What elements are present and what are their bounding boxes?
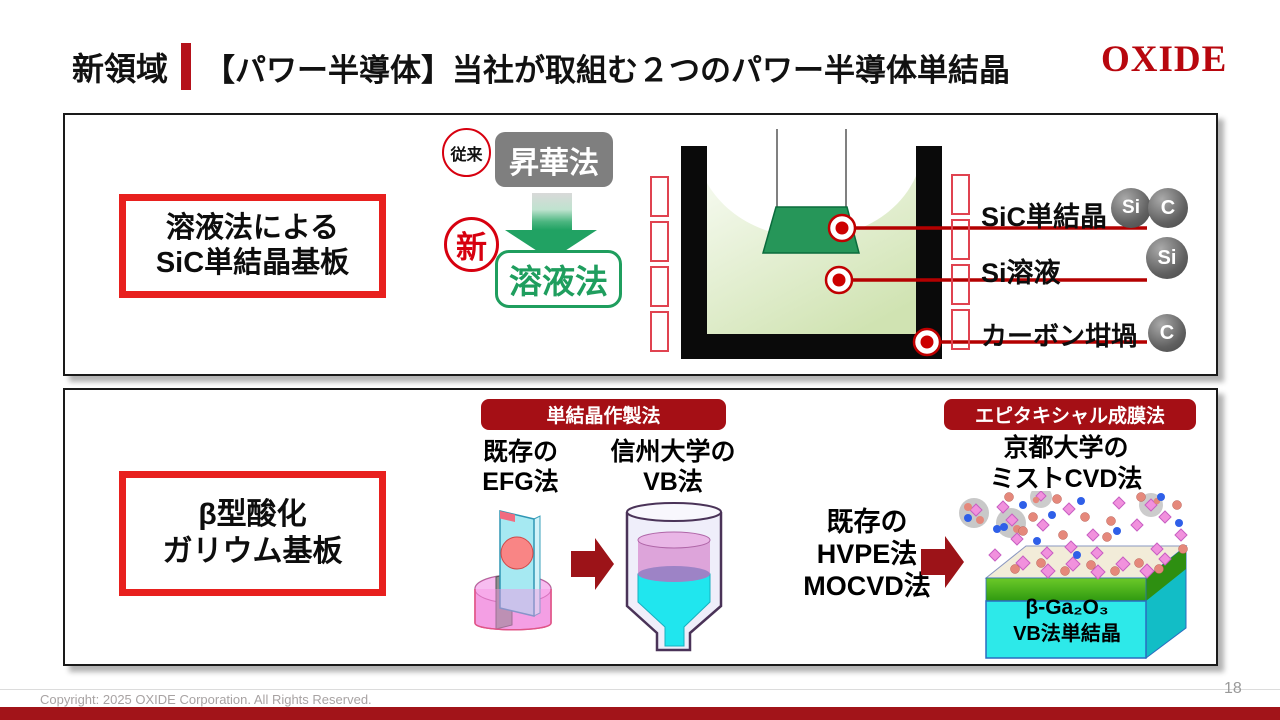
placeholder-box: [650, 221, 669, 262]
vb-line2: VB法: [643, 468, 703, 496]
page-number: 18: [1224, 680, 1242, 697]
mist-cvd-illustration: [959, 491, 1188, 659]
placeholder-box: [650, 176, 669, 217]
placeholder-strip-left: [650, 176, 669, 356]
efg-apparatus-illustration: [474, 510, 552, 631]
element-chip-c: C: [1148, 188, 1188, 228]
bulk-line3: MOCVD法: [803, 571, 931, 601]
flow-arrow-right: [571, 538, 614, 590]
sic-panel: 溶液法による SiC単結晶基板 従来 昇華法 新 溶液法: [63, 113, 1218, 376]
crystal-growth-badge: 単結晶作製法: [481, 399, 726, 430]
ga2o3-heading-box: β型酸化 ガリウム基板: [119, 471, 386, 596]
vb-apparatus-illustration: [625, 502, 723, 652]
bulk-line1: 既存の: [826, 507, 908, 537]
si-melt: [707, 176, 916, 336]
target-marker-sic: [827, 213, 857, 243]
precursor-particles: [988, 492, 1188, 580]
crucible-wall-right: [916, 146, 942, 359]
vb-method-label: 信州大学の VB法: [593, 437, 753, 497]
mist-cvd-label: 京都大学の ミストCVD法: [941, 433, 1191, 495]
vb-line1: 信州大学の: [610, 438, 736, 466]
annotation-sic-crystal: SiC単結晶: [981, 202, 1108, 232]
placeholder-strip-right: [951, 174, 970, 354]
substrate-caption: β-Ga₂O₃ VB法単結晶: [986, 595, 1148, 647]
crucible-diagram: [681, 129, 1147, 359]
placeholder-box: [951, 174, 970, 215]
substrate-label: VB法単結晶: [1013, 623, 1121, 645]
footer-accent-bar: [0, 707, 1280, 720]
footer-rule: [0, 689, 1280, 690]
section-label: 新領域: [72, 51, 169, 87]
crucible-floor: [681, 334, 942, 359]
solution-method-box: 溶液法: [495, 250, 622, 308]
ga2o3-panel: β型酸化 ガリウム基板 単結晶作製法 エピタキシャル成膜法 既存の EFG法 信…: [63, 388, 1218, 666]
epitaxial-badge: エピタキシャル成膜法: [944, 399, 1196, 430]
bulk-line2: HVPE法: [816, 539, 918, 569]
ga2o3-heading-line1: β型酸化: [198, 497, 307, 531]
page-title: 【パワー半導体】当社が取組む２つのパワー半導体単結晶: [204, 53, 1010, 88]
transition-arrow-down: [505, 193, 597, 260]
new-badge: 新: [444, 217, 499, 272]
target-marker-crucible: [912, 327, 942, 357]
placeholder-box: [951, 264, 970, 305]
substrate-formula: β-Ga₂O₃: [1025, 596, 1109, 619]
sic-heading-line2: SiC単結晶基板: [155, 247, 350, 279]
placeholder-box: [951, 309, 970, 350]
mist-line2: ミストCVD法: [989, 465, 1143, 493]
substrate-box: [984, 544, 1188, 659]
conventional-badge: 従来: [442, 128, 491, 177]
annotation-carbon-crucible: カーボン坩堝: [981, 321, 1138, 351]
copyright-text: Copyright: 2025 OXIDE Corporation. All R…: [40, 692, 372, 707]
element-chip-c: C: [1148, 314, 1186, 352]
target-marker-melt: [824, 265, 854, 295]
company-logo: OXIDE: [1101, 39, 1228, 80]
annotation-si-melt: Si溶液: [981, 258, 1061, 288]
mist-line1: 京都大学の: [1003, 434, 1129, 462]
title-divider-bar: [181, 43, 191, 90]
efg-line2: EFG法: [482, 468, 559, 496]
ga2o3-heading-line2: ガリウム基板: [162, 534, 343, 568]
sublimation-method-box: 昇華法: [495, 132, 613, 187]
flow-arrow-right: [921, 536, 964, 588]
placeholder-box: [650, 266, 669, 307]
sic-heading-line1: 溶液法による: [165, 211, 340, 244]
element-chip-si: Si: [1111, 188, 1151, 228]
efg-method-label: 既存の EFG法: [448, 437, 593, 497]
efg-line1: 既存の: [482, 438, 558, 466]
crucible-wall-left: [681, 146, 707, 359]
bulk-methods-label: 既存の HVPE法 MOCVD法: [787, 506, 947, 602]
element-chip-si: Si: [1146, 237, 1188, 279]
placeholder-box: [650, 311, 669, 352]
sic-heading-box: 溶液法による SiC単結晶基板: [119, 194, 386, 298]
placeholder-box: [951, 219, 970, 260]
mist-droplets: [959, 491, 1163, 538]
